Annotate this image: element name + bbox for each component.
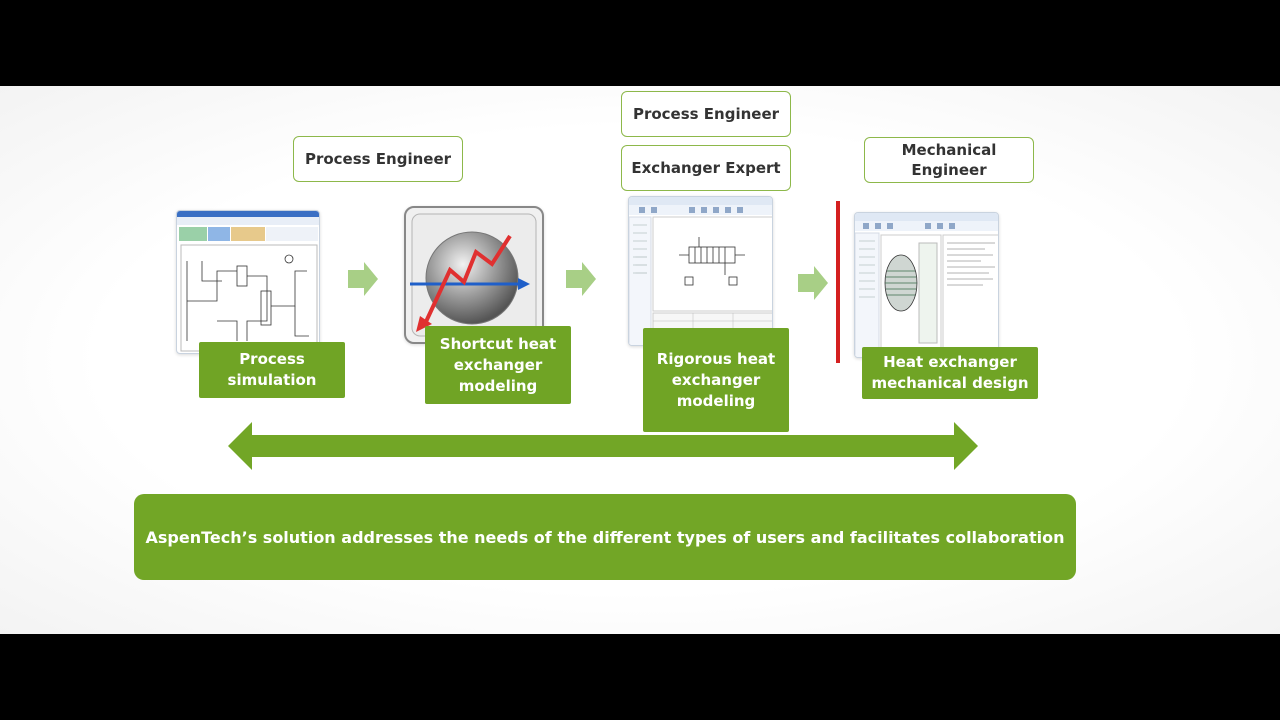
step-process-simulation: Process simulation (199, 342, 345, 398)
heat-exchanger-icon (404, 206, 544, 344)
exchanger-design-screenshot (628, 196, 773, 346)
step-shortcut-modeling: Shortcut heat exchanger modeling (425, 326, 571, 404)
arrow-right-icon-2 (566, 262, 596, 296)
red-divider (836, 201, 840, 363)
role-mechanical-engineer: Mechanical Engineer (864, 137, 1034, 183)
step-rigorous-modeling: Rigorous heat exchanger modeling (643, 328, 789, 432)
role-exchanger-expert: Exchanger Expert (621, 145, 791, 191)
arrow-right-icon-3 (798, 266, 828, 300)
step-mechanical-design: Heat exchanger mechanical design (862, 347, 1038, 399)
double-arrow-icon (228, 422, 978, 470)
arrow-right-icon-1 (348, 262, 378, 296)
role-process-engineer-2: Process Engineer (621, 91, 791, 137)
process-flowsheet-screenshot (176, 210, 320, 354)
slide: Process Engineer Process Engineer Exchan… (0, 86, 1280, 634)
role-process-engineer-1: Process Engineer (293, 136, 463, 182)
mechanical-design-screenshot (854, 212, 999, 358)
summary-banner: AspenTech’s solution addresses the needs… (134, 494, 1076, 580)
